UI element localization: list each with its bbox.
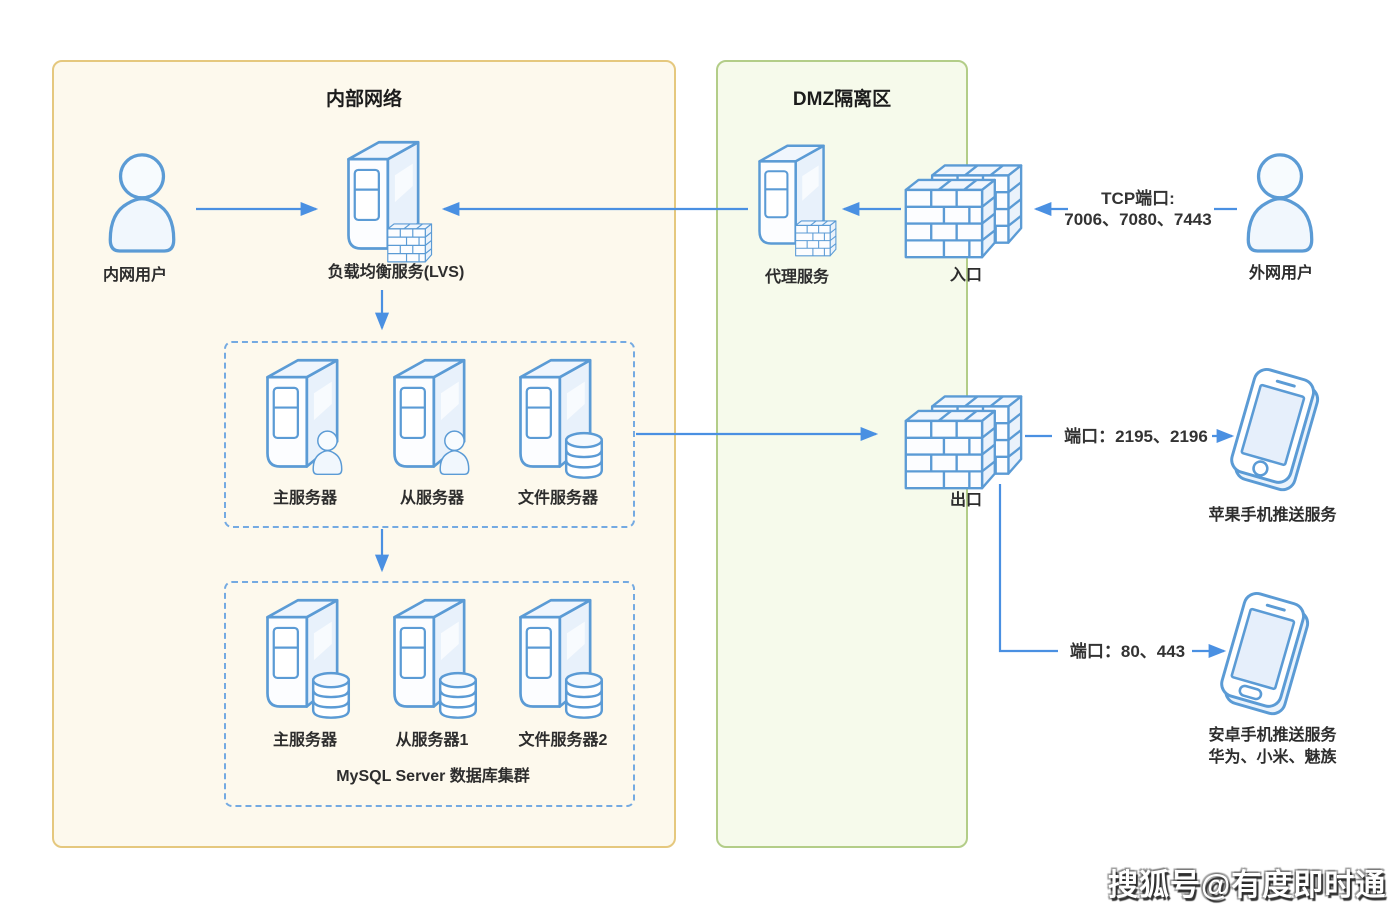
app-master-server-label: 主服务器: [272, 490, 337, 507]
iphone-icon: [1221, 363, 1331, 500]
server-firewall-icon: [758, 144, 837, 257]
app-slave-server-label: 从服务器: [399, 490, 464, 507]
tcp-ports-edge-label: TCP端口: 7006、7080、7443: [1040, 188, 1236, 230]
extranet-user-node: [1238, 150, 1322, 253]
tcp-ports-line1: TCP端口:: [1101, 189, 1175, 208]
android-push-label: 安卓手机推送服务: [1208, 727, 1337, 744]
proxy-node: [748, 138, 840, 257]
server-database-icon: [266, 598, 351, 719]
apple-push-node: [1221, 363, 1331, 500]
firewall-icon: [902, 381, 1024, 490]
outbound-firewall-node: [902, 381, 1024, 490]
app-server-cluster-box: [224, 341, 635, 528]
app-master-server-node: [255, 352, 355, 481]
android-push-node: [1211, 587, 1321, 724]
mysql-file-server-node: [508, 592, 608, 721]
extranet-user-label: 外网用户: [1248, 265, 1313, 282]
android-ports-edge-label: 端口：80、443: [1069, 642, 1186, 661]
lvs-label: 负载均衡服务(LVS): [327, 264, 465, 281]
proxy-label: 代理服务: [764, 269, 829, 286]
firewall-icon: [902, 150, 1024, 259]
tcp-ports-line2: 7006、7080、7443: [1064, 210, 1212, 229]
user-icon: [108, 153, 176, 253]
app-slave-server-node: [382, 352, 482, 481]
watermark: 搜狐号@有度即时通: [1108, 869, 1387, 902]
android-push-sublabel: 华为、小米、魅族: [1208, 749, 1337, 766]
mysql-cluster-box: [224, 581, 635, 807]
mysql-master-server-node: [255, 592, 355, 721]
mysql-slave-server-node: [382, 592, 482, 721]
mysql-cluster-caption: MySQL Server 数据库集群: [336, 768, 530, 785]
dmz-zone-title: DMZ隔离区: [792, 89, 892, 110]
android-phone-icon: [1211, 587, 1321, 724]
inbound-firewall-label: 入口: [949, 267, 982, 284]
server-database-icon: [519, 358, 604, 479]
mysql-file-server-label: 文件服务器2: [518, 732, 608, 749]
app-file-server-label: 文件服务器: [517, 490, 598, 507]
server-user-icon: [266, 358, 343, 476]
server-user-icon: [393, 358, 470, 476]
inbound-firewall-node: [902, 150, 1024, 259]
user-icon: [1246, 153, 1314, 253]
intranet-user-node: [100, 150, 184, 253]
server-database-icon: [519, 598, 604, 719]
outbound-firewall-label: 出口: [949, 492, 982, 509]
apple-ports-edge-label: 端口：2195、2196: [1064, 427, 1208, 446]
mysql-slave-server-label: 从服务器1: [395, 732, 469, 749]
mysql-master-server-label: 主服务器: [272, 732, 337, 749]
app-file-server-node: [508, 352, 608, 481]
apple-push-label: 苹果手机推送服务: [1208, 507, 1337, 524]
internal-zone-title: 内部网络: [325, 89, 402, 110]
lvs-node: [336, 134, 436, 263]
server-database-icon: [393, 598, 478, 719]
intranet-user-label: 内网用户: [102, 267, 167, 284]
server-firewall-icon: [347, 140, 433, 263]
